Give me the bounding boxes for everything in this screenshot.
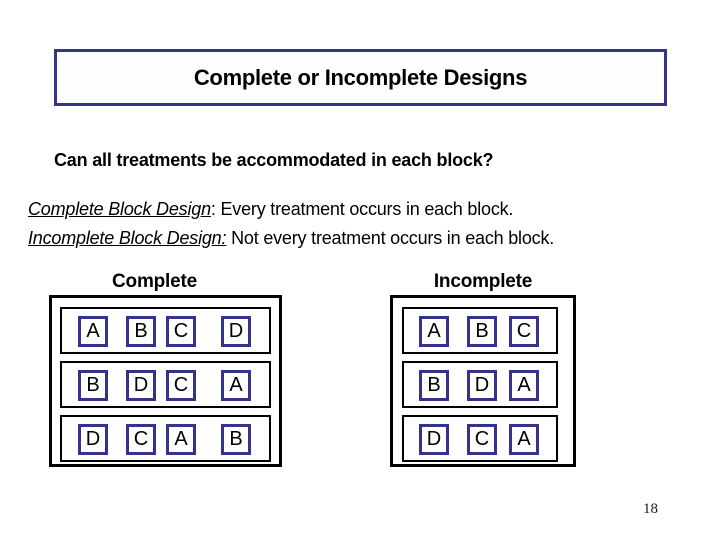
treatment-cell: C — [166, 316, 196, 347]
slide-title: Complete or Incomplete Designs — [193, 64, 528, 90]
treatment-cell: A — [509, 370, 539, 401]
incomplete-definition-line: Incomplete Block Design: Not every treat… — [28, 224, 554, 253]
treatment-cell: D — [126, 370, 156, 401]
treatment-cell: B — [467, 316, 497, 347]
complete-definition-rest: : Every treatment occurs in each block. — [210, 199, 514, 219]
block-row: A B C D — [60, 307, 271, 354]
treatment-cell: D — [467, 370, 497, 401]
treatment-cell: B — [126, 316, 156, 347]
treatment-cell: C — [166, 370, 196, 401]
treatment-cell: A — [419, 316, 449, 347]
treatment-cell: A — [78, 316, 108, 347]
block-row: A B C — [402, 307, 558, 354]
treatment-cell: A — [166, 424, 196, 455]
block-row: D C A B — [60, 415, 271, 462]
definition-lines: Complete Block Design: Every treatment o… — [28, 195, 554, 253]
treatment-cell: B — [78, 370, 108, 401]
incomplete-definition-term: Incomplete Block Design: — [28, 228, 227, 248]
block-row: B D A — [402, 361, 558, 408]
treatment-cell: D — [419, 424, 449, 455]
question-text: Can all treatments be accommodated in ea… — [54, 150, 494, 170]
treatment-cell: C — [509, 316, 539, 347]
page-number: 18 — [643, 501, 658, 517]
complete-definition-line: Complete Block Design: Every treatment o… — [28, 195, 554, 224]
treatment-cell: B — [221, 424, 251, 455]
treatment-cell: C — [126, 424, 156, 455]
treatment-cell: A — [221, 370, 251, 401]
complete-definition-term: Complete Block Design — [28, 199, 211, 219]
treatment-cell: A — [509, 424, 539, 455]
treatment-cell: D — [78, 424, 108, 455]
incomplete-diagram-label: Incomplete — [433, 271, 533, 292]
treatment-cell: B — [419, 370, 449, 401]
incomplete-design-box: A B C B D A D C A — [390, 295, 576, 467]
title-box: Complete or Incomplete Designs — [54, 49, 667, 106]
treatment-cell: D — [221, 316, 251, 347]
incomplete-definition-rest: Not every treatment occurs in each block… — [226, 228, 555, 248]
complete-design-box: A B C D B D C A D C A B — [49, 295, 282, 467]
block-row: B D C A — [60, 361, 271, 408]
complete-diagram-label: Complete — [112, 271, 197, 292]
treatment-cell: C — [467, 424, 497, 455]
block-row: D C A — [402, 415, 558, 462]
